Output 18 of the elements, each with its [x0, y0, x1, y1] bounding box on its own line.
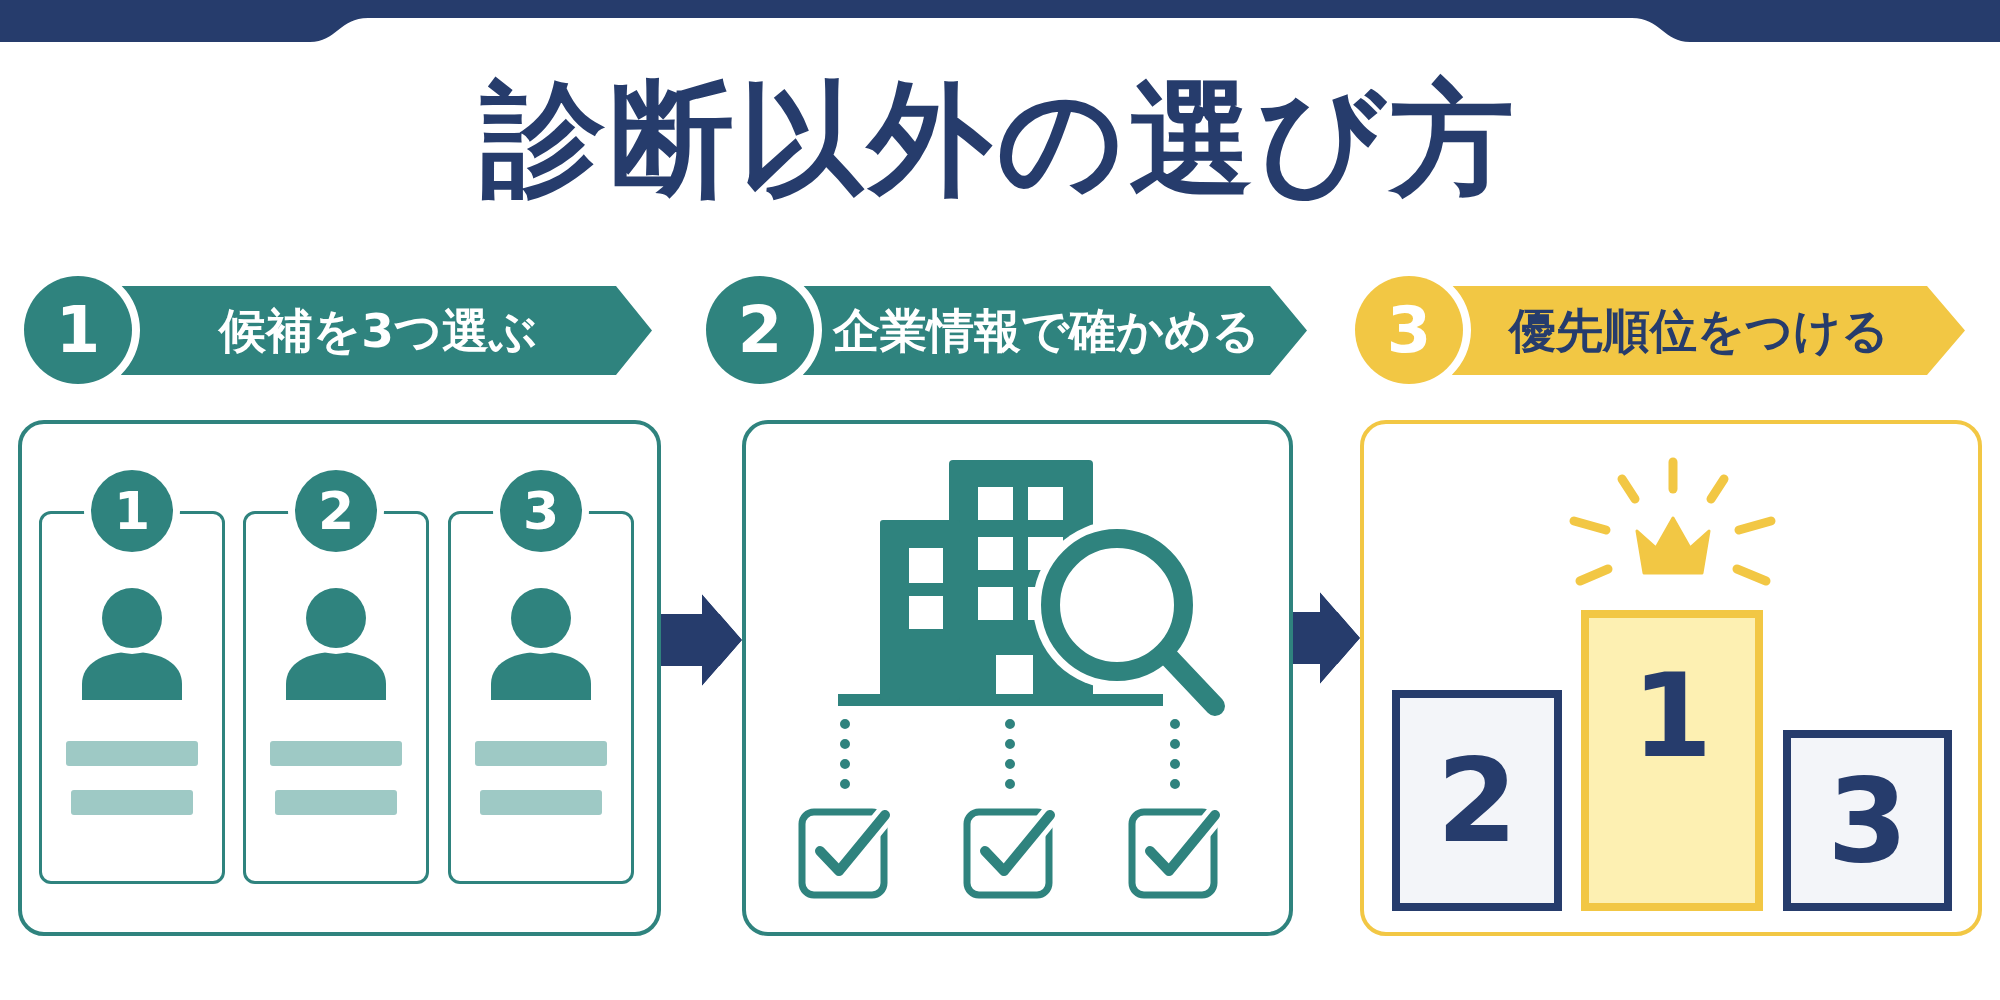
- building-search-icon: [838, 460, 1226, 718]
- checkbox-icon: [798, 805, 892, 899]
- step-number-badge: 3: [1355, 276, 1463, 384]
- arrow: [1293, 592, 1360, 684]
- arrow: [661, 594, 742, 686]
- step-number-badge: 1: [24, 276, 132, 384]
- podium-block: 2: [1392, 690, 1562, 911]
- step-banner: 企業情報で確かめる: [803, 286, 1307, 375]
- step-number-badge: 2: [706, 276, 814, 384]
- step-banner: 候補を3つ選ぶ: [121, 286, 652, 375]
- podium-block: 3: [1783, 730, 1952, 911]
- content-panel: [18, 420, 661, 936]
- step-banner: 優先順位をつける: [1452, 286, 1965, 375]
- content-panel: [742, 420, 1293, 936]
- podium-block: 1: [1581, 610, 1763, 911]
- checkbox-icon: [1128, 805, 1222, 899]
- checkbox-icon: [963, 805, 1057, 899]
- content-panel: [1360, 420, 1982, 936]
